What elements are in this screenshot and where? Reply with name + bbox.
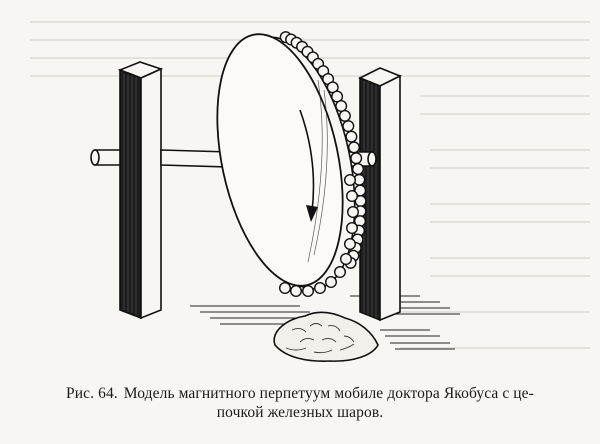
caption-line-2: почкой железных шаров. xyxy=(216,404,384,421)
iron-ball xyxy=(342,120,355,133)
caption-text-1: Модель магнитного перпетуум мобиле докто… xyxy=(123,385,534,402)
rotation-direction-arrow xyxy=(299,109,318,222)
iron-ball xyxy=(302,285,315,298)
iron-ball xyxy=(350,152,363,165)
iron-ball xyxy=(338,109,351,122)
iron-ball xyxy=(344,173,357,186)
iron-ball xyxy=(279,282,292,295)
iron-ball xyxy=(314,282,327,295)
magnet-lump xyxy=(273,311,379,362)
right-support-pillar xyxy=(358,67,402,322)
figure-caption: Рис. 64. Модель магнитного перпетуум моби… xyxy=(18,384,582,422)
iron-ball xyxy=(335,99,348,112)
iron-ball xyxy=(344,237,357,250)
caption-line-1: Рис. 64. Модель магнитного перпетуум моби… xyxy=(18,384,582,403)
iron-ball xyxy=(347,205,360,218)
iron-ball xyxy=(352,162,365,175)
iron-ball xyxy=(348,141,361,154)
iron-ball xyxy=(345,130,358,143)
show-through-text xyxy=(30,21,590,349)
figure-number: Рис. 64. xyxy=(66,385,118,402)
perpetual-motion-illustration xyxy=(30,21,590,362)
iron-ball xyxy=(290,285,303,298)
iron-ball xyxy=(340,252,353,265)
iron-ball xyxy=(346,189,359,202)
iron-ball xyxy=(325,276,338,289)
left-axle xyxy=(90,149,121,166)
magnetic-wheel xyxy=(216,33,356,290)
iron-ball xyxy=(334,266,347,279)
iron-ball-chain xyxy=(279,31,367,298)
left-support-pillar xyxy=(117,61,164,320)
iron-ball xyxy=(346,221,359,234)
